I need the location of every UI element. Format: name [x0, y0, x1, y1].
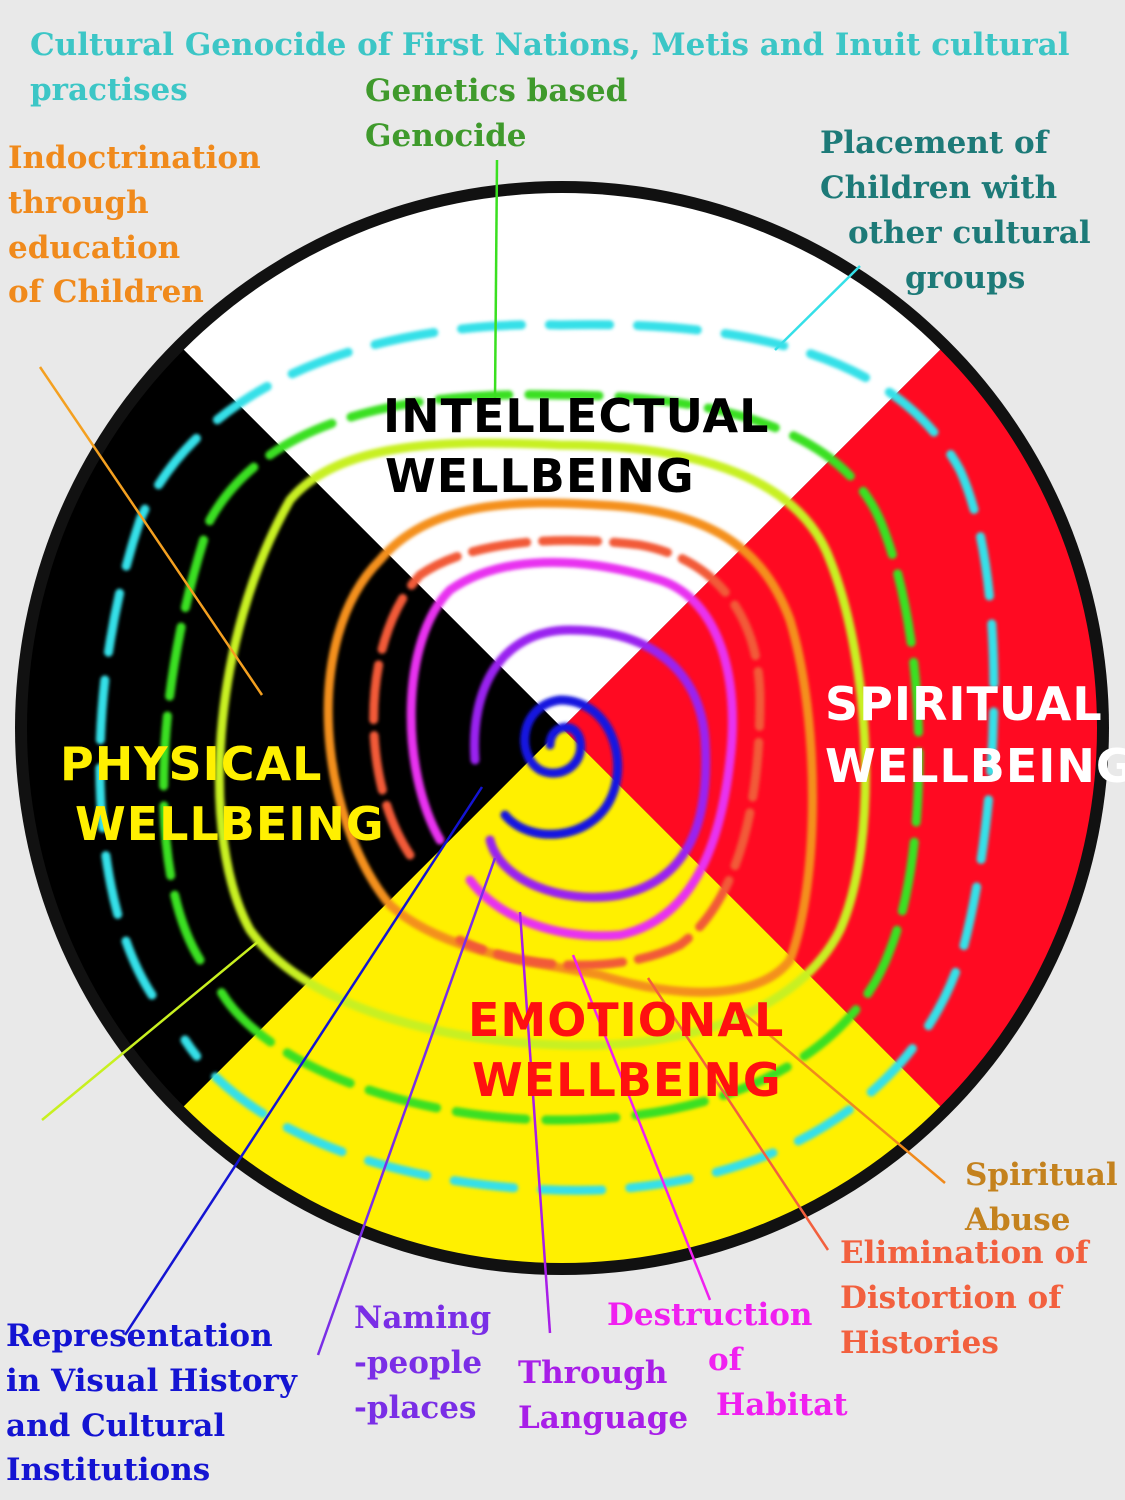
- label-destruction: Destruction of Habitat: [607, 1297, 848, 1423]
- label-text: -people: [354, 1345, 482, 1381]
- label-naming: Naming -people -places: [354, 1300, 491, 1426]
- spiral-rings: [95, 320, 999, 1195]
- label-text: Naming: [354, 1300, 491, 1336]
- ring-orangered: [369, 535, 765, 970]
- label-text: Indoctrination: [8, 140, 261, 176]
- label-text: Habitat: [716, 1387, 848, 1423]
- emotional-label-line1: EMOTIONAL: [468, 993, 784, 1047]
- label-placement: Placement of Children with other cultura…: [820, 125, 1091, 296]
- label-text: groups: [905, 260, 1025, 296]
- label-representation: Representation in Visual History and Cul…: [6, 1318, 298, 1488]
- label-text: Spiritual: [965, 1157, 1118, 1193]
- line-representation: [123, 786, 484, 1336]
- line-indoctrination: [38, 366, 264, 696]
- physical-label-line1: PHYSICAL: [60, 737, 322, 791]
- label-genetics: Genetics based Genocide: [365, 73, 627, 154]
- spiritual-label-line2: WELLBEING: [825, 739, 1125, 793]
- line-genetics: [493, 159, 499, 401]
- label-elimination: Elimination of Distortion of Histories: [840, 1235, 1090, 1361]
- intellectual-label-line1: INTELLECTUAL: [383, 389, 769, 443]
- title-line2: practises: [30, 72, 188, 108]
- label-language: Through Language: [518, 1355, 688, 1436]
- label-text: through: [8, 185, 149, 221]
- line-placement: [774, 265, 861, 351]
- label-text: and Cultural: [6, 1408, 225, 1444]
- label-text: education: [8, 230, 180, 266]
- line-elimination: [646, 977, 830, 1251]
- label-spiritual-abuse: Spiritual Abuse: [964, 1157, 1118, 1238]
- label-text: Genetics based: [365, 73, 627, 109]
- ring-blue: [500, 695, 623, 839]
- physical-label-line2: WELLBEING: [75, 797, 385, 851]
- line-unlabeled-yellowgreen: [41, 939, 261, 1121]
- ring-green: [159, 390, 924, 1125]
- leader-lines: [38, 159, 946, 1356]
- label-text: Placement of: [820, 125, 1050, 161]
- label-text: Through: [518, 1355, 667, 1391]
- title-line1: Cultural Genocide of First Nations, Meti…: [30, 27, 1070, 63]
- label-text: Histories: [840, 1325, 999, 1361]
- line-spiritual-abuse: [739, 1009, 946, 1184]
- label-text: Abuse: [964, 1202, 1070, 1238]
- ring-magenta: [406, 557, 737, 941]
- quadrant-labels: INTELLECTUAL WELLBEING SPIRITUAL WELLBEI…: [60, 389, 1125, 1107]
- ring-cyan: [95, 320, 999, 1195]
- line-naming: [316, 857, 497, 1356]
- ring-yellowgreen: [214, 438, 870, 1050]
- label-text: Representation: [6, 1318, 273, 1354]
- label-text: Children with: [820, 170, 1057, 206]
- label-text: -places: [354, 1390, 476, 1426]
- label-text: Distortion of: [840, 1280, 1063, 1316]
- label-text: other cultural: [848, 215, 1091, 251]
- intellectual-label-line2: WELLBEING: [385, 449, 695, 503]
- label-text: in Visual History: [6, 1363, 298, 1399]
- label-text: of: [708, 1342, 744, 1378]
- label-indoctrination: Indoctrination through education of Chil…: [8, 140, 261, 310]
- line-destruction: [571, 954, 712, 1301]
- line-language: [518, 911, 552, 1334]
- label-text: Genocide: [365, 118, 526, 154]
- label-text: Institutions: [6, 1452, 210, 1488]
- label-text: Elimination of: [840, 1235, 1090, 1271]
- label-text: Language: [518, 1400, 688, 1436]
- spiritual-label-line1: SPIRITUAL: [825, 677, 1103, 731]
- label-text: of Children: [8, 274, 204, 310]
- ring-violet: [469, 625, 711, 902]
- ring-orange: [323, 498, 817, 997]
- label-text: Destruction: [607, 1297, 812, 1333]
- emotional-label-line2: WELLBEING: [472, 1053, 782, 1107]
